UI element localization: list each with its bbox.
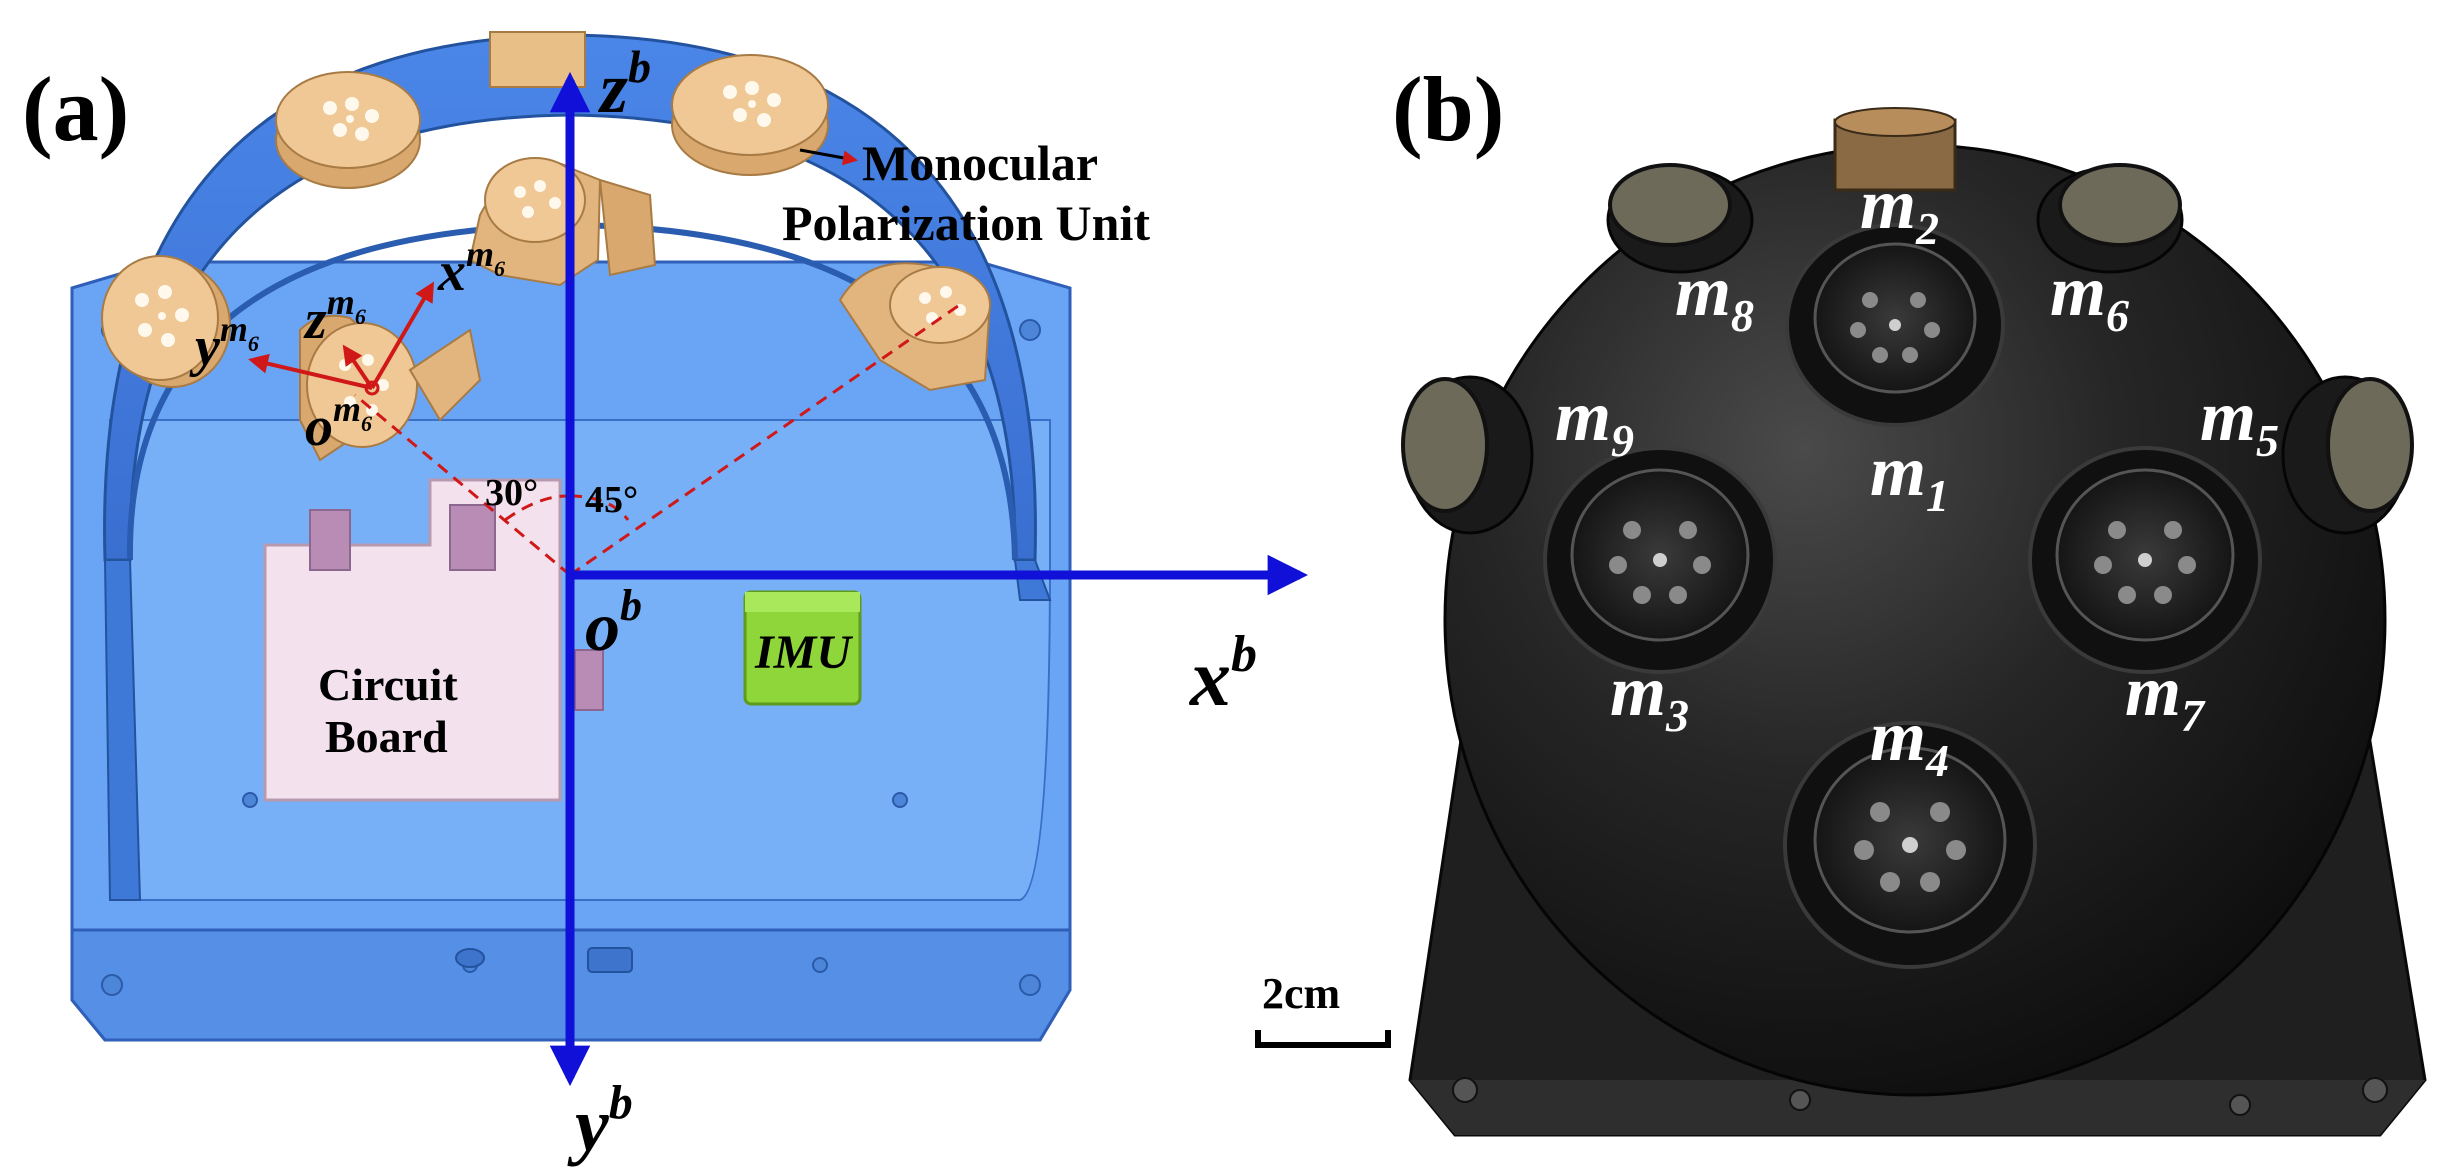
ob-sup: b (620, 581, 642, 630)
angle-30-label: 30° (485, 472, 538, 514)
label-m5-base: m (2200, 376, 2256, 456)
label-m8: m8 (1675, 251, 1754, 341)
label-m1-sub: 1 (1926, 470, 1949, 521)
yb-base: y (567, 1083, 609, 1167)
lens-m6 (2036, 163, 2184, 274)
panel-b-label: (b) (1392, 58, 1504, 160)
label-m6-sub: 6 (2106, 290, 2129, 341)
front-connector (587, 947, 633, 973)
label-m4: m4 (1870, 696, 1949, 786)
sensor-base-edge (1410, 1080, 2425, 1135)
circuit-components (309, 504, 604, 711)
yb-axis-label: yb (567, 1076, 633, 1167)
panel-a: (a) Circui (22, 31, 1309, 1167)
face-units (1543, 223, 2262, 969)
monocular-leader (799, 148, 858, 166)
face-m7 (2028, 446, 2262, 674)
unit-frame-origin (364, 380, 380, 396)
unit-left (101, 255, 231, 388)
label-m5: m5 (2200, 376, 2279, 466)
ym6-sub: 6 (248, 331, 259, 356)
label-m2-base: m (1860, 164, 1916, 244)
xb-base: x (1189, 632, 1231, 723)
unit-top-right (671, 54, 829, 176)
om6-sub: 6 (361, 411, 372, 436)
ob-origin-label: ob (585, 581, 642, 666)
label-m3-sub: 3 (1665, 690, 1689, 741)
face-m3 (1543, 446, 1777, 674)
label-m3-base: m (1610, 651, 1666, 731)
label-m9: m9 (1555, 376, 1634, 466)
zm6-label: zm6 (303, 282, 366, 351)
label-m7-base: m (2125, 651, 2181, 731)
unit-right (838, 262, 992, 392)
face-m4 (1783, 721, 2037, 969)
label-m5-sub: 5 (2256, 415, 2279, 466)
dome-right-wall (1013, 559, 1052, 601)
front-port (455, 948, 485, 968)
zb-sup: b (628, 41, 651, 92)
label-m1-base: m (1870, 431, 1926, 511)
unit-labels: m2 m8 m6 m9 m5 m1 m3 m7 (1555, 164, 2279, 786)
monocular-label-line2: Polarization Unit (782, 195, 1150, 251)
xm6-label: xm6 (437, 234, 505, 303)
scale-bar (1255, 1030, 1391, 1048)
polarization-units (101, 31, 992, 462)
xm6-sub: 6 (494, 256, 505, 281)
zb-axis-label: zb (597, 41, 651, 128)
label-m7-sub: 7 (2181, 690, 2206, 741)
face-m1 (1785, 223, 2005, 427)
unit-top-left (275, 71, 421, 189)
zm6-sub: 6 (355, 304, 366, 329)
lens-m8 (1606, 163, 1754, 274)
zb-base: z (597, 48, 628, 128)
imu-label: IMU (754, 626, 853, 679)
monocular-label-line1: Monocular (862, 135, 1098, 191)
yb-sup: b (609, 1076, 633, 1129)
label-m9-base: m (1555, 376, 1611, 456)
xb-sup: b (1231, 626, 1257, 683)
lens-m5 (2281, 375, 2414, 535)
label-m3: m3 (1610, 651, 1689, 741)
sensor-base-screws (1452, 1077, 2388, 1116)
panel-a-label: (a) (22, 58, 129, 160)
label-m4-sub: 4 (1925, 735, 1949, 786)
angle-construction (354, 304, 959, 577)
panel-b: (b) (1255, 58, 2427, 1137)
om6-base: o (305, 396, 333, 458)
imu-top (745, 592, 860, 612)
label-m1: m1 (1870, 431, 1949, 521)
circuit-board-label-line2: Board (325, 711, 448, 762)
unit-frame-arrows (248, 281, 435, 390)
ym6-sup: m (220, 309, 248, 349)
sensor-top-connector-cap (1834, 107, 1956, 137)
rim-lenses (1401, 163, 2414, 535)
unit-top (489, 31, 586, 88)
label-m8-sub: 8 (1731, 290, 1754, 341)
xm6-base: x (437, 241, 466, 303)
label-m2: m2 (1860, 164, 1939, 254)
label-m6: m6 (2050, 251, 2129, 341)
ob-base: o (585, 589, 620, 666)
label-m6-base: m (2050, 251, 2106, 331)
lens-m9 (1401, 375, 1534, 535)
dome-left-wall (103, 559, 142, 901)
label-m7: m7 (2125, 651, 2206, 741)
scale-bar-label: 2cm (1262, 969, 1340, 1018)
om6-label: om6 (305, 389, 372, 458)
angle-45-label: 45° (585, 479, 638, 521)
label-m9-sub: 9 (1611, 415, 1634, 466)
xb-axis-label: xb (1189, 626, 1257, 723)
ym6-base: y (189, 316, 221, 378)
xm6-sup: m (466, 234, 494, 274)
om6-sup: m (333, 389, 361, 429)
circuit-board-label-line1: Circuit (318, 659, 458, 710)
zm6-sup: m (327, 282, 355, 322)
label-m8-base: m (1675, 251, 1731, 331)
label-m4-base: m (1870, 696, 1926, 776)
ym6-label: ym6 (189, 309, 259, 378)
label-m2-sub: 2 (1915, 203, 1939, 254)
zm6-base: z (303, 289, 327, 351)
